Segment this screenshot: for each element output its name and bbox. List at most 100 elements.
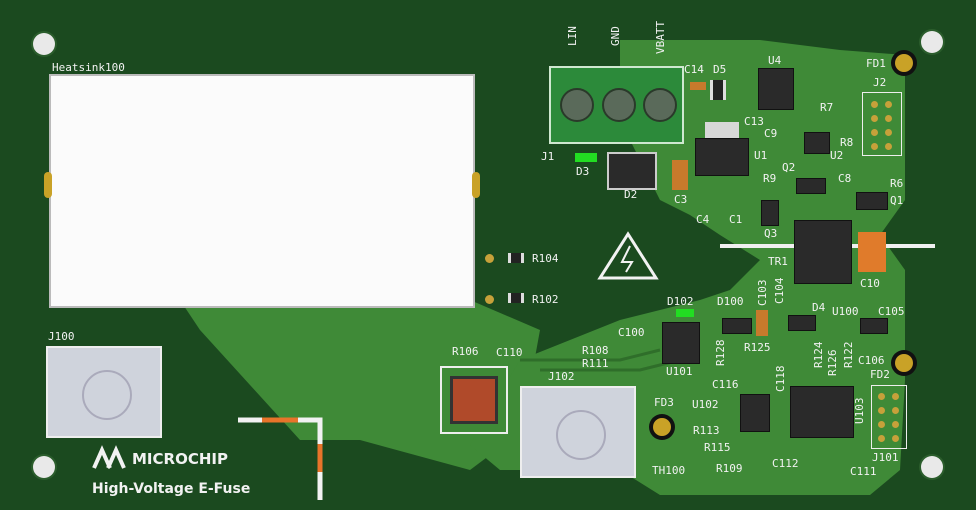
terminal-block-j102 (520, 386, 636, 478)
ref-r111: R111 (582, 357, 609, 370)
ref-c116: C116 (712, 378, 739, 391)
microchip-logo-icon (92, 445, 126, 469)
ref-r125: R125 (744, 341, 771, 354)
terminal-block-j1 (549, 66, 684, 144)
terminal-screw-lin (560, 88, 594, 122)
diode-d2 (607, 152, 657, 190)
cap-c10 (858, 232, 886, 272)
heatsink (49, 74, 475, 308)
ic-u2 (804, 132, 830, 154)
ref-fd2: FD2 (870, 368, 890, 381)
inductor-r106 (440, 366, 508, 434)
mounting-hole-bottom-left (33, 456, 55, 478)
cap-c14 (690, 82, 706, 90)
ref-j101: J101 (872, 451, 899, 464)
ref-fd1: FD1 (866, 57, 886, 70)
ref-c9: C9 (764, 127, 778, 140)
ref-c118: C118 (774, 365, 787, 393)
mounting-hole-top-left (33, 33, 55, 55)
header-j101 (871, 385, 907, 449)
ref-d3: D3 (576, 165, 590, 178)
ref-u101: U101 (666, 365, 693, 378)
ref-r106: R106 (452, 345, 479, 358)
hazard-icon (597, 231, 659, 280)
terminal-screw-gnd (602, 88, 636, 122)
microchip-logo (92, 444, 130, 470)
heatsink-tab-left (44, 172, 52, 198)
ref-j1: J1 (541, 150, 555, 163)
ref-r104: R104 (532, 252, 559, 265)
ref-r108: R108 (582, 344, 609, 357)
ref-d4: D4 (812, 301, 826, 314)
ref-c100: C100 (618, 326, 645, 339)
led-d3 (575, 153, 597, 162)
ref-r124: R124 (812, 341, 825, 369)
ref-q3: Q3 (764, 227, 778, 240)
cap-c3 (672, 160, 688, 190)
ref-c112: C112 (772, 457, 799, 470)
ic-u100 (860, 318, 888, 334)
ref-u103: U103 (853, 397, 866, 425)
diode-d4 (788, 315, 816, 331)
ref-d5: D5 (713, 63, 727, 76)
connector-label-lin: LIN (566, 26, 579, 46)
header-j2 (862, 92, 902, 156)
pad-r104-1 (485, 254, 494, 263)
fiducial-fd3 (653, 418, 671, 436)
ref-d102: D102 (667, 295, 694, 308)
ref-th100: TH100 (652, 464, 686, 477)
heatsink-label: Heatsink100 (52, 61, 125, 74)
ref-c110: C110 (496, 346, 523, 359)
ref-c104: C104 (773, 277, 786, 305)
ic-u4 (758, 68, 794, 110)
diode-d100 (722, 318, 752, 334)
ref-c8: C8 (838, 172, 852, 185)
ref-c13: C13 (744, 115, 764, 128)
fiducial-fd1 (895, 54, 913, 72)
ref-c4: C4 (696, 213, 710, 226)
ref-j100: J100 (48, 330, 75, 343)
ref-u4: U4 (768, 54, 782, 67)
ref-j2: J2 (873, 76, 887, 89)
fiducial-fd2 (895, 354, 913, 372)
heatsink-tab-right (472, 172, 480, 198)
terminal-block-j100 (46, 346, 162, 438)
ref-c111: C111 (850, 465, 877, 478)
ref-r7: R7 (820, 101, 834, 114)
ref-u1: U1 (754, 149, 768, 162)
ic-u101 (662, 322, 700, 364)
diode-d5 (710, 80, 726, 100)
mounting-hole-bottom-right (921, 456, 943, 478)
cap-c103 (756, 310, 768, 336)
ref-c106: C106 (858, 354, 885, 367)
ref-q2: Q2 (782, 161, 796, 174)
ref-r115: R115 (704, 441, 731, 454)
brand-name: MICROCHIP (132, 450, 228, 468)
res-r104 (508, 253, 524, 263)
ref-fd3: FD3 (654, 396, 674, 409)
ref-c3: C3 (674, 193, 688, 206)
ref-r102: R102 (532, 293, 559, 306)
ref-u102: U102 (692, 398, 719, 411)
terminal-screw-vbatt (643, 88, 677, 122)
ref-u100: U100 (832, 305, 859, 318)
ref-r122: R122 (842, 341, 855, 369)
ref-tr1: TR1 (768, 255, 788, 268)
transistor-q3 (761, 200, 779, 226)
ref-j102: J102 (548, 370, 575, 383)
ic-u103 (790, 386, 854, 438)
mounting-hole-top-right (921, 31, 943, 53)
connector-label-gnd: GND (609, 26, 622, 46)
ic-u1-tab (705, 122, 739, 138)
ref-c103: C103 (756, 279, 769, 307)
ref-r109: R109 (716, 462, 743, 475)
ref-c14: C14 (684, 63, 704, 76)
res-r102 (508, 293, 524, 303)
transistor-q1 (856, 192, 888, 210)
ref-r126: R126 (826, 349, 839, 377)
board-title: High-Voltage E-Fuse (92, 481, 251, 497)
ref-r6: R6 (890, 177, 904, 190)
ref-u2: U2 (830, 149, 844, 162)
transformer-tr1 (794, 220, 852, 284)
